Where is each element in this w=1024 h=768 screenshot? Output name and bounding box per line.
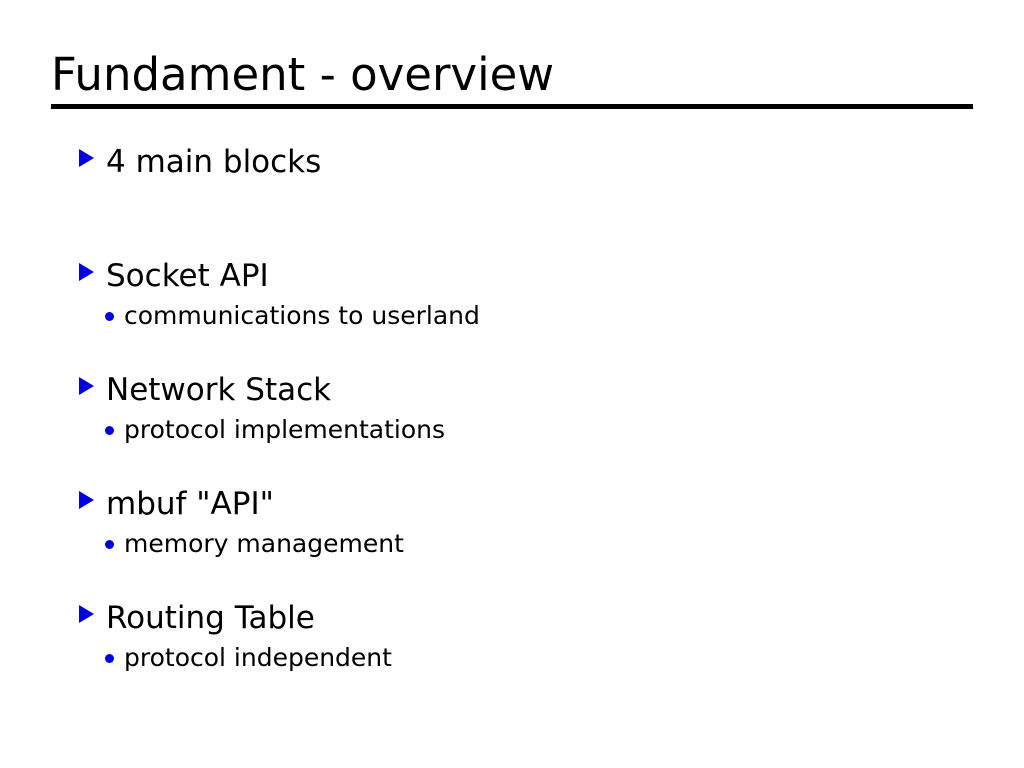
dot-icon [105,640,119,676]
dot-icon [105,526,119,562]
group-spacer [0,562,1024,596]
bullet-level1: Network Stack [0,368,1024,412]
bullet-level1: 4 main blocks [0,140,1024,184]
bullet-level2: protocol implementations [0,412,1024,448]
triangle-right-icon [79,596,101,640]
bullet-level1-label: Network Stack [106,372,332,408]
bullet-level1-label: mbuf "API" [106,486,274,522]
dot-icon [105,412,119,448]
bullet-level2-label: protocol implementations [124,415,446,444]
triangle-right-icon [79,368,101,412]
bullet-level2-label: protocol independent [124,643,392,672]
bullet-level2: memory management [0,526,1024,562]
outline-group: Network Stack protocol implementations [0,368,1024,448]
bullet-level1: Routing Table [0,596,1024,640]
page-title: Fundament - overview [51,48,555,101]
bullet-level1-label: Socket API [106,258,269,294]
triangle-right-icon [79,482,101,526]
group-spacer [0,334,1024,368]
bullet-level2-label: memory management [124,529,404,558]
title-underline-rule [51,104,973,109]
group-spacer [0,184,1024,220]
bullet-level1: Socket API [0,254,1024,298]
bullet-level1-label: Routing Table [106,600,315,636]
bullet-level2: communications to userland [0,298,1024,334]
triangle-right-icon [79,140,101,184]
group-spacer [0,220,1024,254]
triangle-right-icon [79,254,101,298]
outline-group: 4 main blocks [0,140,1024,184]
outline-group: Socket API communications to userland [0,254,1024,334]
bullet-level2-label: communications to userland [124,301,480,330]
bullet-level1-label: 4 main blocks [106,144,322,180]
dot-icon [105,298,119,334]
bullet-level2: protocol independent [0,640,1024,676]
outline-group: Routing Table protocol independent [0,596,1024,676]
group-spacer [0,448,1024,482]
bullet-level1: mbuf "API" [0,482,1024,526]
slide-body: 4 main blocks Socket API communications … [0,140,1024,676]
outline-group: mbuf "API" memory management [0,482,1024,562]
slide-title-block: Fundament - overview [51,47,973,102]
